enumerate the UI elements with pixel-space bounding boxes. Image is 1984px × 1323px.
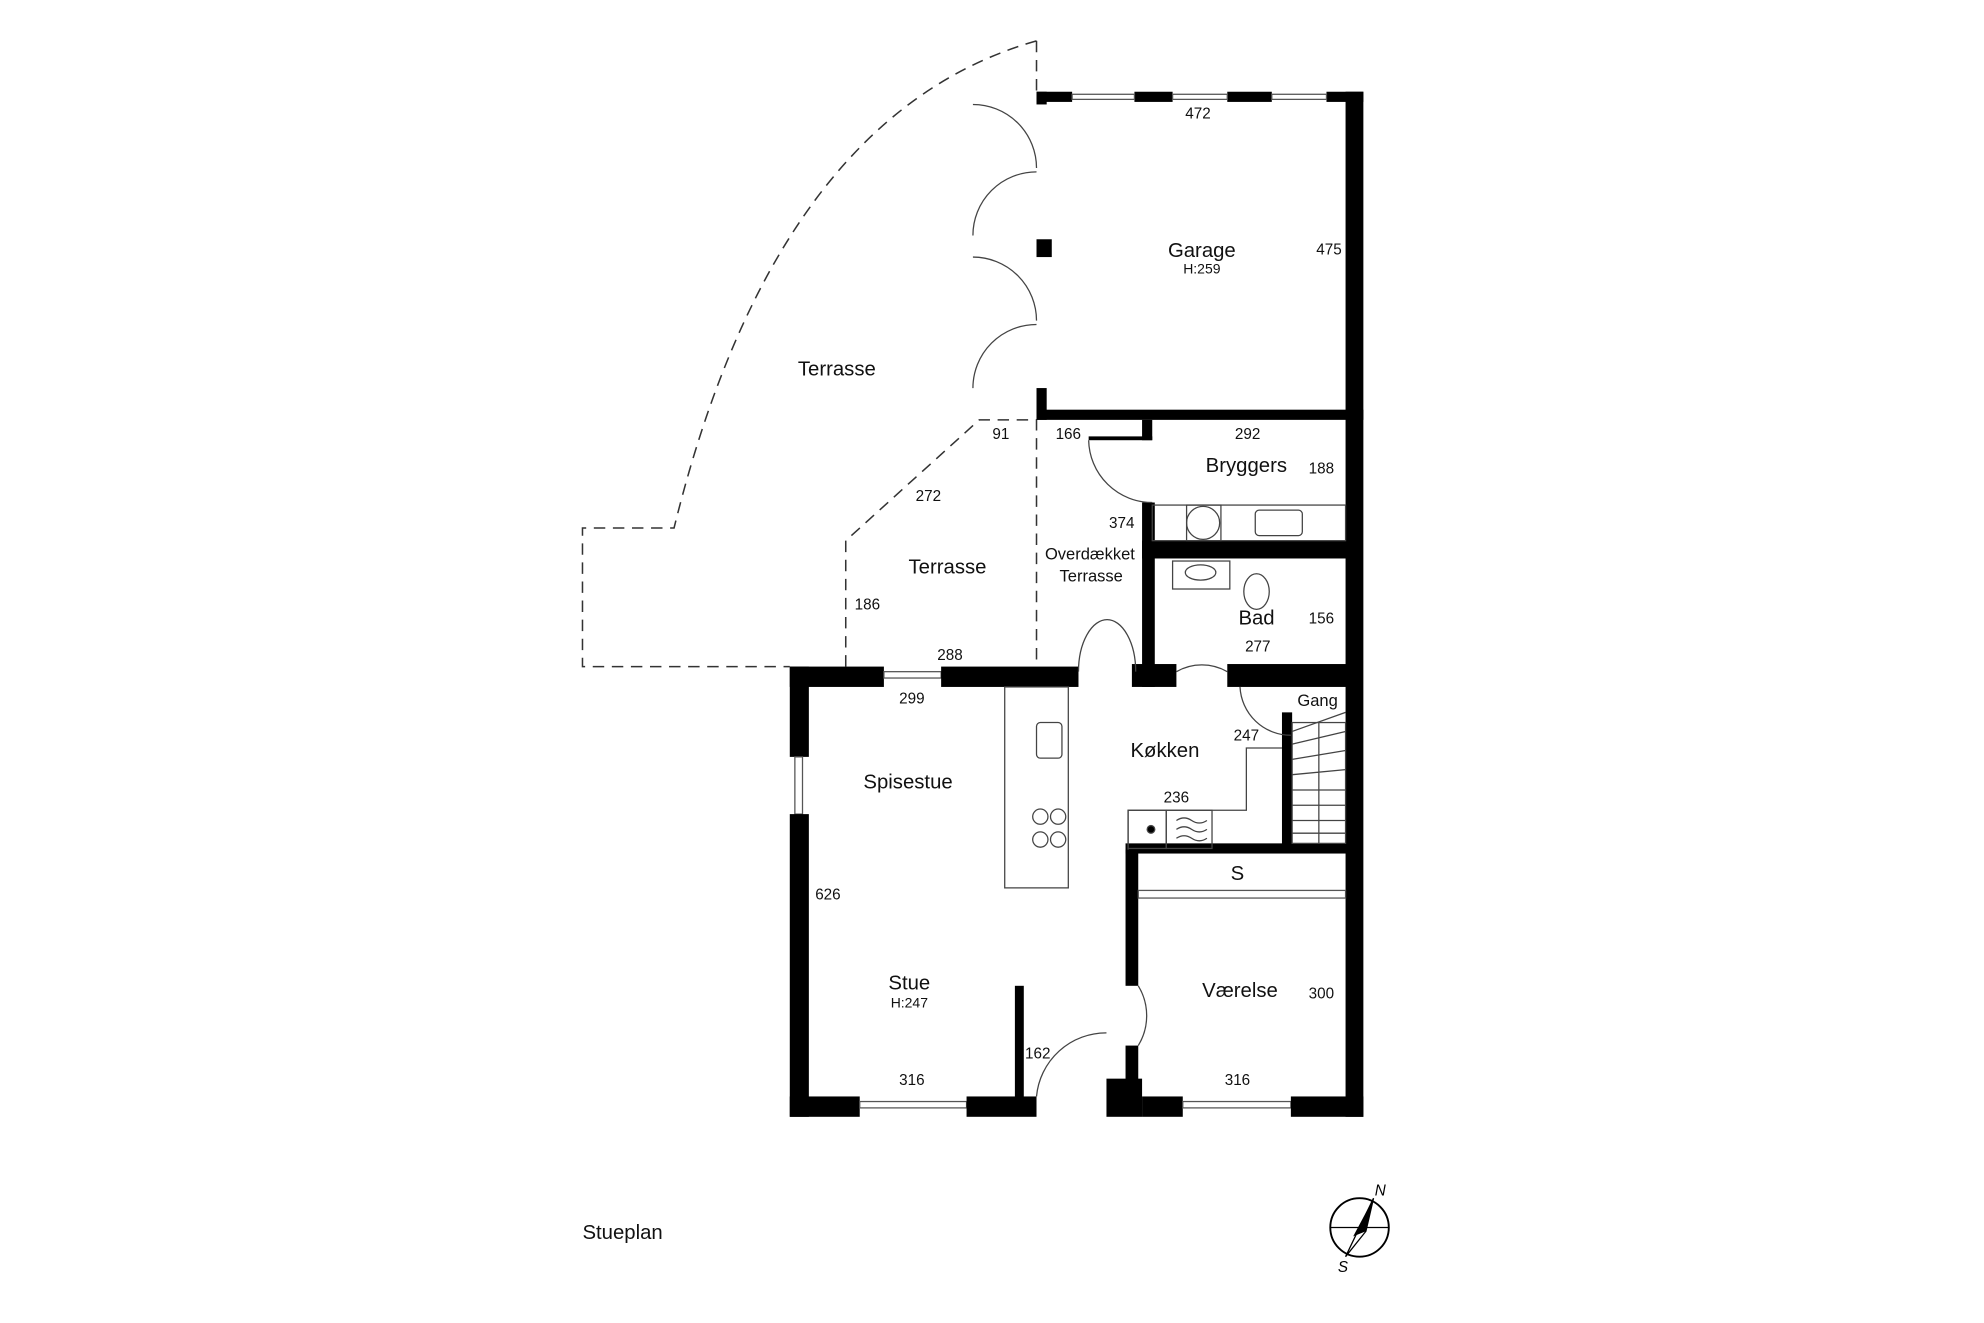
dim-label: 156 xyxy=(1309,610,1334,627)
dim-label: 626 xyxy=(815,886,840,903)
dim-label: 236 xyxy=(1164,790,1189,807)
dim-label: 288 xyxy=(937,647,962,664)
room-label-skab: S xyxy=(1231,863,1245,885)
dim-label: 300 xyxy=(1309,986,1334,1003)
dim-label: 374 xyxy=(1109,515,1135,532)
garage-width: 472 xyxy=(1185,105,1210,122)
dim-label: 166 xyxy=(1056,426,1081,443)
dim-label: 299 xyxy=(899,690,924,707)
compass-south: S xyxy=(1338,1259,1349,1276)
fixtures xyxy=(1004,504,1347,889)
room-label-stue: Stue xyxy=(888,973,930,995)
terrace-inner-outline xyxy=(844,419,1038,667)
garage-height: H:259 xyxy=(1183,261,1221,277)
dim-label: 316 xyxy=(899,1072,924,1089)
room-label-overdaekket-2: Terrasse xyxy=(1060,566,1123,585)
dim-label: 186 xyxy=(855,596,880,613)
compass-icon: N S xyxy=(1329,1183,1390,1276)
room-label-overdaekket-1: Overdækket xyxy=(1045,545,1135,564)
terrace-outline xyxy=(581,40,1038,668)
dim-label: 188 xyxy=(1309,460,1334,477)
dim-label: 247 xyxy=(1234,727,1259,744)
room-label-spisestue: Spisestue xyxy=(863,772,952,794)
dim-label: 316 xyxy=(1225,1072,1250,1089)
dim-label: 162 xyxy=(1025,1045,1050,1062)
room-label-bad: Bad xyxy=(1238,608,1274,630)
garage-depth: 475 xyxy=(1316,242,1341,259)
room-label-vaerelse: Værelse xyxy=(1202,980,1278,1002)
room-label-bryggers: Bryggers xyxy=(1206,455,1287,477)
walls xyxy=(789,91,1364,1117)
dim-label: 272 xyxy=(916,488,941,505)
dim-label: 277 xyxy=(1245,638,1270,655)
plan-title: Stueplan xyxy=(582,1222,662,1244)
room-label-terrasse-inner: Terrasse xyxy=(909,557,987,579)
room-label-gang: Gang xyxy=(1297,691,1337,710)
stue-height: H:247 xyxy=(891,994,929,1010)
room-label-garage: Garage xyxy=(1168,240,1236,262)
staircase xyxy=(1291,711,1347,845)
room-label-terrasse: Terrasse xyxy=(798,358,876,380)
dim-label: 91 xyxy=(992,426,1009,443)
room-label-koekken: Køkken xyxy=(1131,740,1200,762)
dim-label: 292 xyxy=(1235,426,1260,443)
garage-doors xyxy=(972,103,1291,1097)
compass-north: N xyxy=(1375,1183,1387,1200)
